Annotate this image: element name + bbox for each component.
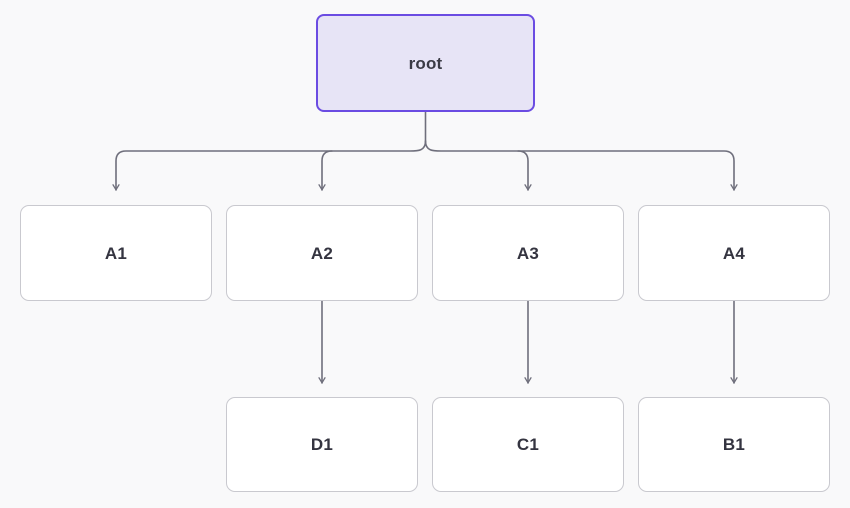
node-a3-label: A3 xyxy=(516,243,540,263)
node-a4-label: A4 xyxy=(722,243,746,263)
node-a3[interactable]: A3 xyxy=(432,205,624,301)
edge-root-A3 xyxy=(517,150,532,191)
node-b1-label: B1 xyxy=(722,435,746,454)
node-root-label: root xyxy=(408,53,443,73)
edge-root-A4 xyxy=(424,140,738,191)
node-a1-label: A1 xyxy=(104,243,128,263)
node-a2[interactable]: A2 xyxy=(226,205,418,301)
node-c1[interactable]: C1 xyxy=(432,397,624,492)
node-d1[interactable]: D1 xyxy=(226,397,418,492)
node-a4[interactable]: A4 xyxy=(638,205,830,301)
node-a1[interactable]: A1 xyxy=(20,205,212,301)
node-a2-label: A2 xyxy=(310,243,334,263)
node-c1-label: C1 xyxy=(516,435,540,454)
node-root[interactable]: root xyxy=(316,14,535,112)
edge-root-A2 xyxy=(318,150,333,191)
edge-root-A1 xyxy=(112,140,427,191)
node-d1-label: D1 xyxy=(310,435,334,454)
node-b1[interactable]: B1 xyxy=(638,397,830,492)
